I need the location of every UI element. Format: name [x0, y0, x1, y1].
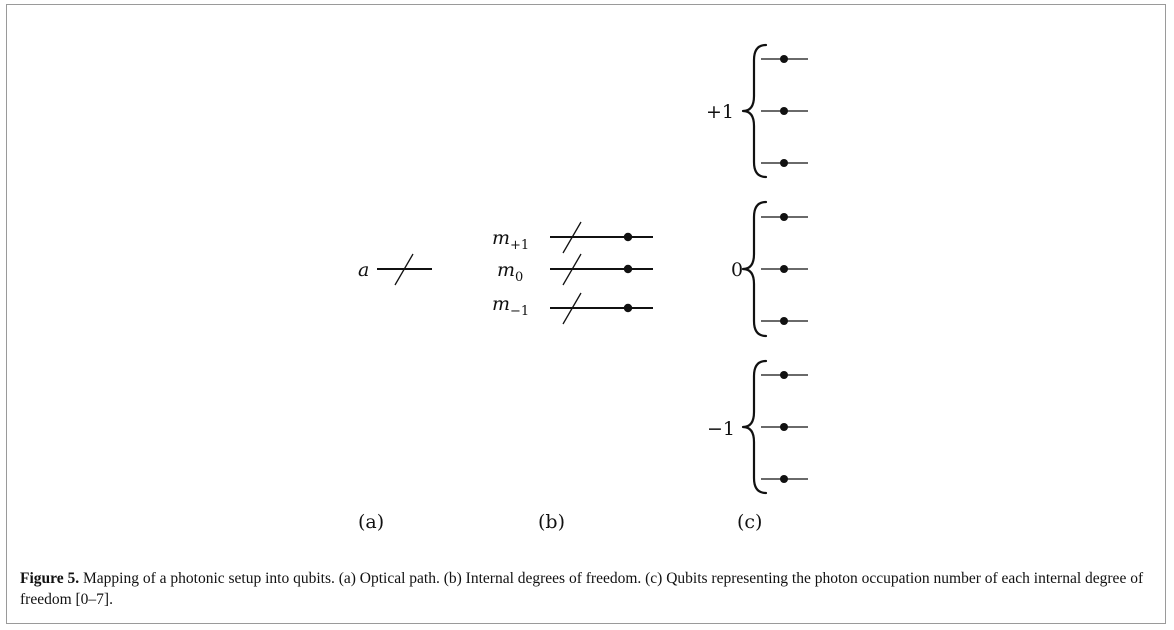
qubit-mapping-diagram: a (a) m+1 m0 m−1 (b) +1 0	[358, 43, 808, 533]
qubit-dot	[780, 107, 788, 115]
wire-m-plus1-label: m+1	[492, 227, 529, 253]
figure-caption: Figure 5. Mapping of a photonic setup in…	[20, 568, 1150, 610]
wire-a-bundle-slash	[394, 253, 414, 286]
caption-text: Mapping of a photonic setup into qubits.…	[20, 570, 1144, 608]
qubit-dot	[780, 213, 788, 221]
wire-m-minus1-bundle-slash	[562, 292, 582, 325]
panel-b-label: (b)	[538, 511, 565, 533]
wire-m-plus1-bundle-slash	[562, 221, 582, 254]
group-0-brace	[741, 200, 768, 338]
panel-c-label: (c)	[737, 511, 762, 533]
wire-m0-dot	[623, 264, 633, 274]
qubit-dot	[780, 317, 788, 325]
group-plus1-brace	[741, 43, 768, 179]
panel-a-label: (a)	[358, 511, 384, 533]
group-minus1-brace	[741, 359, 768, 495]
wire-m-minus1-dot	[623, 303, 633, 313]
group-0-label: 0	[731, 259, 743, 281]
wire-m-minus1-label: m−1	[492, 293, 529, 319]
panel-a: a (a)	[358, 253, 432, 533]
wire-m0-bundle-slash	[562, 253, 582, 286]
qubit-dot	[780, 159, 788, 167]
wire-a-label: a	[358, 259, 369, 281]
wire-m0-label: m0	[497, 259, 523, 285]
qubit-dot	[780, 55, 788, 63]
qubit-dot	[780, 371, 788, 379]
qubit-dot	[780, 423, 788, 431]
qubit-dot	[780, 475, 788, 483]
group-plus1-label: +1	[706, 101, 734, 123]
panel-c: +1 0 −1 (c)	[706, 43, 808, 533]
figure-label: Figure 5.	[20, 570, 80, 587]
group-minus1-label: −1	[707, 418, 735, 440]
figure-frame	[6, 4, 1166, 624]
wire-m-plus1-dot	[623, 232, 633, 242]
qubit-dot	[780, 265, 788, 273]
panel-b: m+1 m0 m−1 (b)	[492, 221, 653, 533]
